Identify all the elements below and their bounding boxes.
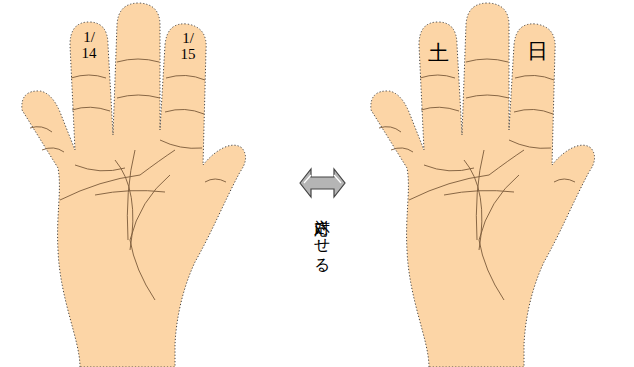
correspond-label: 対応させる [314, 206, 331, 265]
weekday-label: 土 [423, 42, 453, 64]
double-arrow [300, 169, 345, 197]
weekday-label: 日 [522, 40, 552, 62]
date-label: 1/ 14 [78, 30, 100, 62]
arrow-highlight [304, 175, 341, 183]
right-hand [371, 3, 595, 367]
date-label: 1/ 15 [177, 31, 199, 63]
left-hand [22, 3, 246, 367]
